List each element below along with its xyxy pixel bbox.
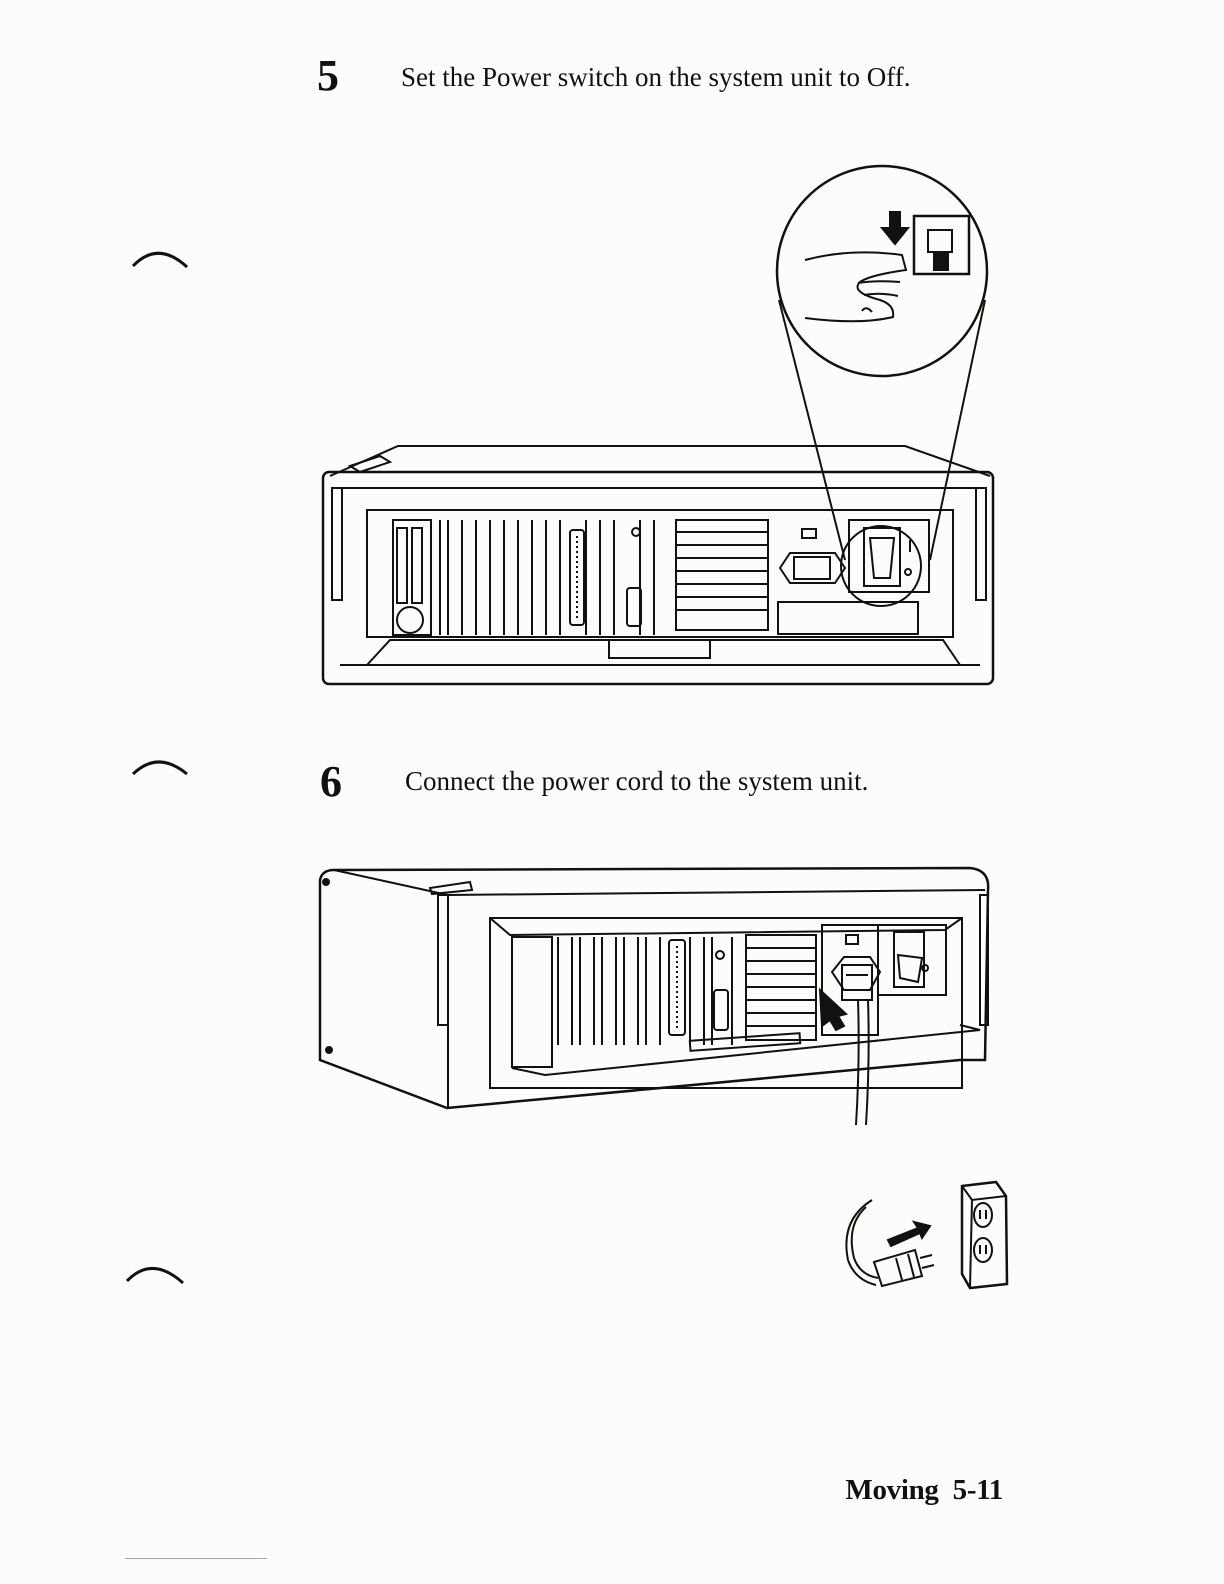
section-name: Moving <box>845 1474 938 1507</box>
page-footer: Moving 5-11 <box>845 1474 1003 1507</box>
page-number: 5-11 <box>953 1474 1003 1507</box>
divider <box>125 1558 267 1559</box>
arrow-icon <box>888 1222 930 1246</box>
